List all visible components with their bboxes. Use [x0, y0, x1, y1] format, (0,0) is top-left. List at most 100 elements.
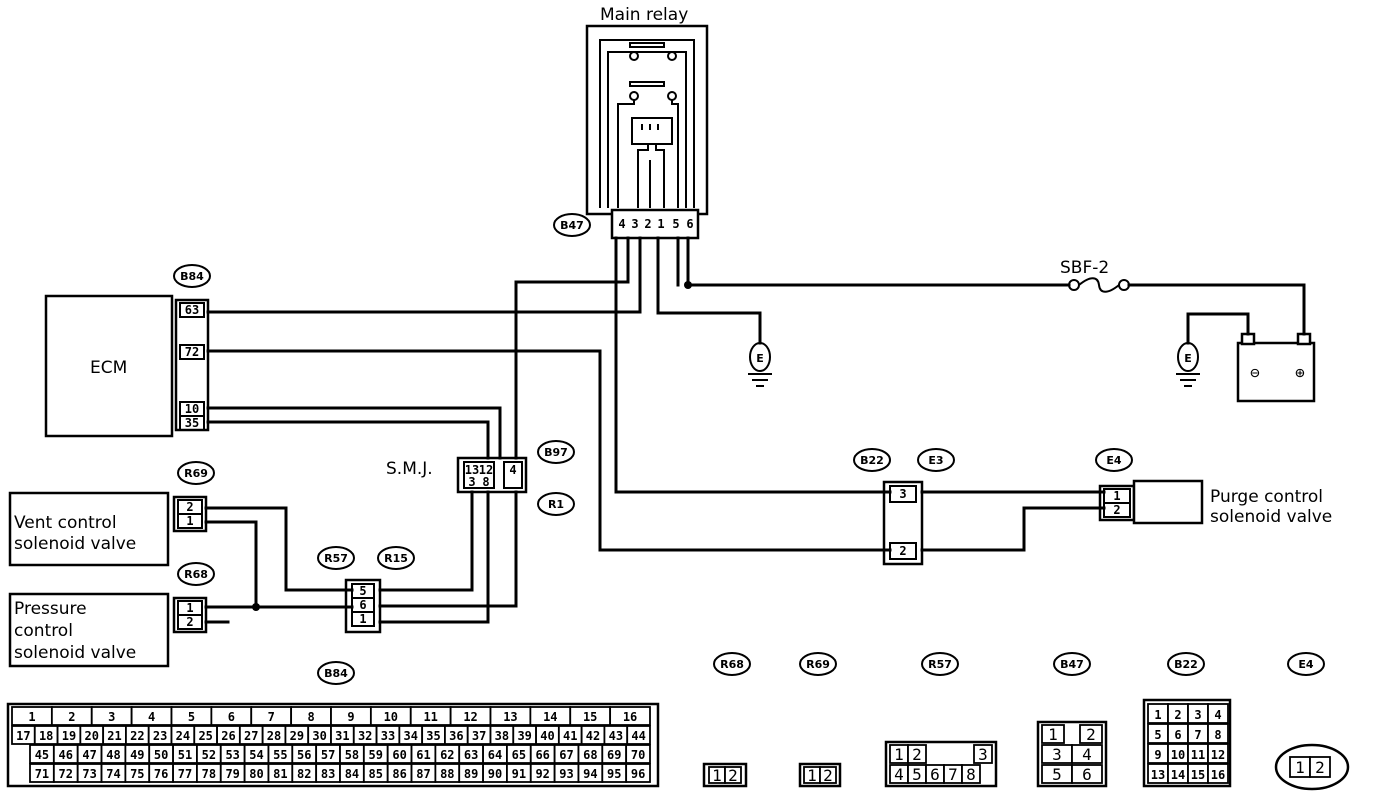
b22-pin [1207, 723, 1229, 744]
tag-b22: B22 [860, 454, 884, 467]
b22-pin-label: 12 [1211, 748, 1225, 762]
svg-text:13: 13 [465, 463, 479, 477]
svg-text:R57: R57 [928, 658, 952, 671]
b84-pin-label: 3 [108, 710, 115, 724]
svg-text:3: 3 [1052, 745, 1062, 764]
svg-text:Purge control: Purge control [1210, 487, 1323, 507]
svg-text:R69: R69 [806, 658, 830, 671]
r68-connector-view: R68 1 2 [702, 652, 751, 788]
tag-r68: R68 [184, 568, 208, 581]
b22-pin-label: 9 [1154, 748, 1161, 762]
svg-text:5: 5 [672, 217, 679, 231]
b84-pin-label: 79 [225, 767, 239, 781]
b22-pin-label: 6 [1174, 728, 1181, 742]
svg-text:4: 4 [1082, 745, 1092, 764]
svg-text:1: 1 [186, 601, 193, 615]
svg-text:⊕: ⊕ [1295, 363, 1305, 382]
vent-control-solenoid-valve: Vent control solenoid valve 2 1 R69 [8, 461, 215, 567]
b84-pin-label: 7 [268, 710, 275, 724]
svg-text:2: 2 [899, 544, 906, 558]
b84-pin-label: 57 [321, 748, 335, 762]
svg-text:72: 72 [185, 345, 199, 359]
ecm-label: ECM [90, 358, 127, 378]
b84-pin-label: 29 [290, 729, 304, 743]
b22-pin-label: 10 [1171, 748, 1185, 762]
b22-pin-label: 4 [1214, 708, 1221, 722]
b84-pin-label: 13 [503, 710, 517, 724]
b84-pin-label: 31 [335, 729, 349, 743]
b84-pin-label: 11 [423, 710, 437, 724]
b84-pin-label: 14 [543, 710, 557, 724]
svg-text:6: 6 [1082, 765, 1092, 784]
pressure-control-solenoid-valve: Pressure control solenoid valve 1 2 R68 [8, 562, 215, 668]
b22-pin-label: 16 [1211, 768, 1225, 782]
b84-pin-label: 72 [59, 767, 73, 781]
svg-text:2: 2 [912, 745, 922, 764]
b84-pin-label: 60 [392, 748, 406, 762]
b84-pin-label: 95 [607, 767, 621, 781]
b84-pin-label: 65 [512, 748, 526, 762]
b84-pin-label: 58 [345, 748, 359, 762]
b84-pin-label: 69 [607, 748, 621, 762]
b84-pin-label: 92 [535, 767, 549, 781]
svg-text:6: 6 [686, 217, 693, 231]
b84-pin-label: 80 [249, 767, 263, 781]
b84-pin-label: 36 [449, 729, 463, 743]
svg-text:2: 2 [1113, 503, 1120, 517]
b84-pin-label: 46 [59, 748, 73, 762]
svg-text:2: 2 [186, 615, 193, 629]
b84-pin-label: 91 [512, 767, 526, 781]
b84-pin-label: 77 [178, 767, 192, 781]
svg-text:B47: B47 [1060, 658, 1084, 671]
b84-pin-label: 96 [631, 767, 645, 781]
svg-text:3: 3 [631, 217, 638, 231]
b84-pin-label: 76 [154, 767, 168, 781]
b84-pin-label: 62 [440, 748, 454, 762]
svg-text:1: 1 [1113, 489, 1120, 503]
svg-text:6: 6 [930, 765, 940, 784]
b84-pin-label: 59 [369, 748, 383, 762]
svg-text:2: 2 [1086, 725, 1096, 744]
svg-text:1: 1 [1048, 725, 1058, 744]
svg-text:1: 1 [359, 612, 366, 626]
b84-pin-label: 70 [631, 748, 645, 762]
svg-text:3: 3 [468, 475, 475, 489]
b84-pin-label: 6 [228, 710, 235, 724]
svg-text:1: 1 [894, 745, 904, 764]
tag-r15: R15 [384, 552, 408, 565]
svg-text:E4: E4 [1298, 658, 1314, 671]
b84-pin-label: 34 [404, 729, 418, 743]
svg-text:solenoid valve: solenoid valve [14, 534, 136, 554]
b84-pin-label: 88 [440, 767, 454, 781]
svg-text:E: E [1184, 352, 1192, 365]
svg-text:1: 1 [657, 217, 664, 231]
b84-pin-label: 4 [148, 710, 155, 724]
b84-pin-label: 35 [426, 729, 440, 743]
svg-text:1: 1 [712, 766, 722, 785]
svg-text:solenoid valve: solenoid valve [1210, 507, 1332, 527]
b22-pin-label: 11 [1191, 748, 1205, 762]
b84-pin-label: 25 [198, 729, 212, 743]
b84-pin [609, 706, 651, 726]
b22-pin-label: 7 [1194, 728, 1201, 742]
battery: ⊖ ⊕ [1236, 332, 1316, 403]
b22-pin [1207, 763, 1229, 784]
b22-pin-label: 13 [1151, 768, 1165, 782]
b84-pin-label: 93 [559, 767, 573, 781]
svg-text:R68: R68 [720, 658, 744, 671]
b22-pin [1207, 743, 1229, 764]
b84-pin [626, 725, 651, 745]
b84-pin-label: 32 [358, 729, 372, 743]
b84-pin-label: 86 [392, 767, 406, 781]
b84-pin-label: 21 [107, 729, 121, 743]
svg-text:4: 4 [618, 217, 625, 231]
svg-text:10: 10 [185, 402, 199, 416]
svg-text:control: control [14, 621, 73, 641]
svg-text:3: 3 [899, 487, 906, 501]
svg-text:2: 2 [1315, 758, 1325, 777]
r57-connector-view: R57 1 2 3 4 5 6 7 8 [884, 652, 998, 788]
svg-text:35: 35 [185, 416, 199, 430]
svg-text:4: 4 [509, 463, 516, 477]
svg-text:8: 8 [966, 765, 976, 784]
